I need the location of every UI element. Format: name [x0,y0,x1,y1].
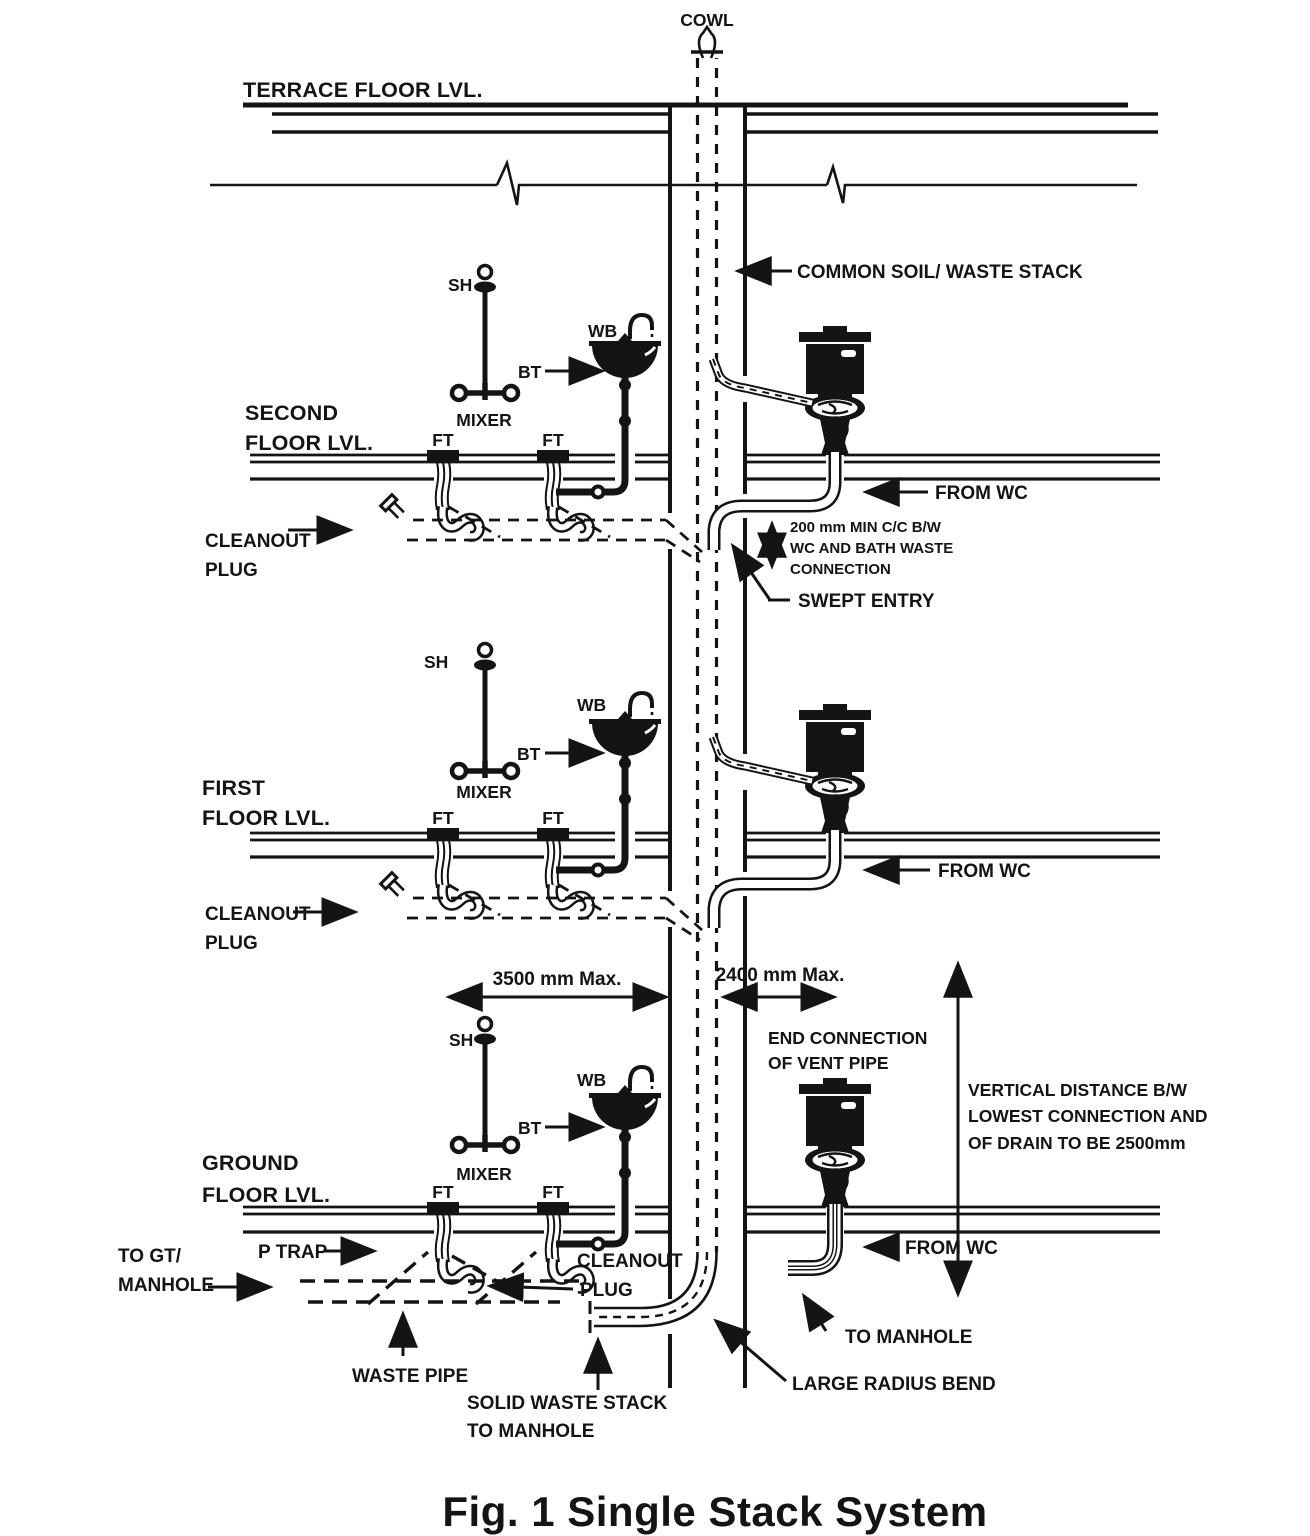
terrace-floor-label: TERRACE FLOOR LVL. [243,78,483,102]
from-wc-label-g: FROM WC [905,1238,998,1259]
first-floor-label-1: FIRST [202,776,265,800]
solid-waste-label-1: SOLID WASTE STACK [467,1393,667,1414]
large-radius-bend [594,1251,699,1310]
cleanout-label-2a: CLEANOUT [205,531,311,552]
to-gt-label-1: TO GT/ [118,1246,182,1267]
cleanout-label-ga: CLEANOUT [577,1251,683,1272]
cowl-icon [697,24,717,59]
ft-label-1a: FT [432,808,454,828]
ground-floor-label-1: GROUND [202,1151,299,1175]
vertical-distance-label-1: VERTICAL DISTANCE B/W [968,1080,1188,1100]
bt-label-1: BT [517,744,541,764]
dim-3500-label: 3500 mm Max. [493,969,622,990]
ft-label-1b: FT [542,808,564,828]
bt-label-g: BT [518,1118,542,1138]
to-manhole-label: TO MANHOLE [845,1327,972,1348]
swept-entry-label: SWEPT ENTRY [798,591,935,612]
vent-pipe [588,24,723,1333]
second-floor-label-2: FLOOR LVL. [245,431,373,455]
figure-caption: Fig. 1 Single Stack System [442,1488,987,1535]
large-radius-label: LARGE RADIUS BEND [792,1374,996,1395]
floor-slabs [243,453,1160,1234]
ft-label-2a: FT [432,430,454,450]
to-gt-label-2: MANHOLE [118,1275,214,1296]
mixer-label-1: MIXER [456,782,512,802]
from-wc-label-2: FROM WC [935,483,1028,504]
wb-label-1: WB [577,695,606,715]
cleanout-label-2b: PLUG [205,560,258,581]
to-manhole-arrow [802,1292,835,1333]
second-floor-label-1: SECOND [245,401,338,425]
cleanout-label-1b: PLUG [205,933,258,954]
break-line [210,159,1137,206]
p-trap-label: P TRAP [258,1242,328,1263]
vertical-distance-label-2: LOWEST CONNECTION AND [968,1106,1207,1126]
dimensions [445,520,973,1298]
ft-label-2b: FT [542,430,564,450]
terrace-level [210,102,1158,206]
min-cc-label-3: CONNECTION [790,561,891,578]
end-connection-label-1: END CONNECTION [768,1028,927,1048]
swept-entry-arrow [733,546,790,602]
ground-floor-fixtures [300,1018,871,1306]
cleanout-label-1a: CLEANOUT [205,904,311,925]
first-floor-label-2: FLOOR LVL. [202,806,330,830]
waste-pipe-label: WASTE PIPE [352,1366,468,1387]
min-cc-label-2: WC AND BATH WASTE [790,540,953,557]
cleanout-label-gb: PLUG [580,1280,633,1301]
end-connection-label-2: OF VENT PIPE [768,1053,889,1073]
vertical-distance-label-3: OF DRAIN TO BE 2500mm [968,1133,1186,1153]
cowl-label: COWL [680,10,734,30]
ground-floor-label-2: FLOOR LVL. [202,1183,330,1207]
leader-arrows [208,256,930,1390]
from-wc-label-1: FROM WC [938,861,1031,882]
large-radius-arrow [713,1318,787,1383]
ft-label-ga: FT [432,1182,454,1202]
solid-waste-label-2: TO MANHOLE [467,1421,594,1442]
min-cc-label-1: 200 mm MIN C/C B/W [790,519,942,536]
common-stack-label: COMMON SOIL/ WASTE STACK [797,262,1083,283]
wb-label-g: WB [577,1070,606,1090]
ft-label-gb: FT [542,1182,564,1202]
mixer-label-2: MIXER [456,410,512,430]
dim-2400-label: 2400 mm Max. [716,965,845,986]
sh-label-1: SH [424,652,448,672]
mixer-label-g: MIXER [456,1164,512,1184]
sh-label-g: SH [449,1030,473,1050]
bt-label-2: BT [518,362,542,382]
sh-label-2: SH [448,275,472,295]
soil-waste-stack [668,105,747,1388]
wb-label-2: WB [588,321,617,341]
cleanout-arrow-g [486,1272,574,1303]
